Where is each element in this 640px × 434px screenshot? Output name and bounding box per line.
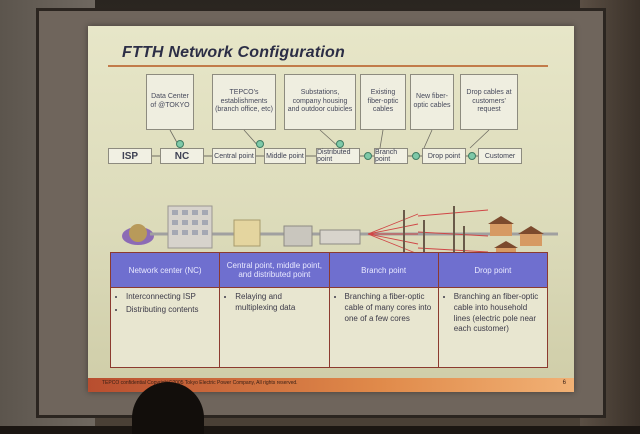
- chain-drop-point: Drop point: [422, 148, 466, 164]
- page-number: 6: [562, 380, 566, 386]
- footer-copyright: TEPCO confidential Copyright©2005 Tokyo …: [102, 380, 298, 386]
- slide-title: FTTH Network Configuration: [122, 44, 345, 61]
- substation-building: [283, 225, 313, 247]
- table-header-drop-point: Drop point: [437, 252, 549, 288]
- top-box-tepco-establishments: TEPCO's establishments (branch office, e…: [212, 74, 276, 130]
- projected-slide: FTTH Network Configuration Data Center o…: [88, 26, 574, 392]
- branch-office-building: [233, 219, 261, 247]
- node-marker: [256, 140, 264, 148]
- chain-central-point: Central point: [212, 148, 256, 164]
- globe-land: [129, 224, 147, 242]
- node-marker: [336, 140, 344, 148]
- node-marker: [176, 140, 184, 148]
- list-item: Distributing contents: [126, 305, 214, 316]
- audience-head-silhouette: [132, 382, 204, 434]
- slide-footer-bar: TEPCO confidential Copyright©2005 Tokyo …: [88, 378, 574, 392]
- node-marker: [412, 152, 420, 160]
- top-box-data-center: Data Center of @TOKYO: [146, 74, 194, 130]
- list-item: Branching an fiber-optic cable into hous…: [454, 292, 542, 335]
- list-item: Relaying and multiplexing data: [235, 292, 323, 314]
- node-marker: [468, 152, 476, 160]
- chain-branch-point: Branch point: [374, 148, 408, 164]
- network-illustration: [122, 205, 558, 258]
- list-item: Interconnecting ISP: [126, 292, 214, 303]
- top-box-substations: Substations, company housing and outdoor…: [284, 74, 356, 130]
- table-cell-drop-point: Branching an fiber-optic cable into hous…: [437, 287, 549, 368]
- title-underline: [108, 65, 548, 67]
- table-cell-central-point: Relaying and multiplexing data: [219, 287, 330, 368]
- function-table: Network center (NC) Central point, middl…: [109, 252, 549, 368]
- chain-customer: Customer: [478, 148, 522, 164]
- chain-connectors: [152, 155, 478, 157]
- chain-isp: ISP: [108, 148, 152, 164]
- housing-building: [319, 229, 361, 245]
- chain-nc: NC: [160, 148, 204, 164]
- table-header-nc: Network center (NC): [109, 252, 221, 288]
- top-box-new-cables: New fiber-optic cables: [410, 74, 454, 130]
- table-header-central-point: Central point, middle point, and distrib…: [219, 252, 330, 288]
- table-cell-branch-point: Branching a fiber-optic cable of many co…: [328, 287, 439, 368]
- top-box-drop-cables: Drop cables at customers' request: [460, 74, 518, 130]
- table-header-branch-point: Branch point: [328, 252, 439, 288]
- top-box-existing-cables: Existing fiber-optic cables: [360, 74, 406, 130]
- table-cell-nc: Interconnecting ISP Distributing content…: [109, 287, 221, 368]
- node-marker: [364, 152, 372, 160]
- list-item: Branching a fiber-optic cable of many co…: [345, 292, 433, 324]
- chain-middle-point: Middle point: [264, 148, 306, 164]
- chain-distributed-point: Distributed point: [316, 148, 360, 164]
